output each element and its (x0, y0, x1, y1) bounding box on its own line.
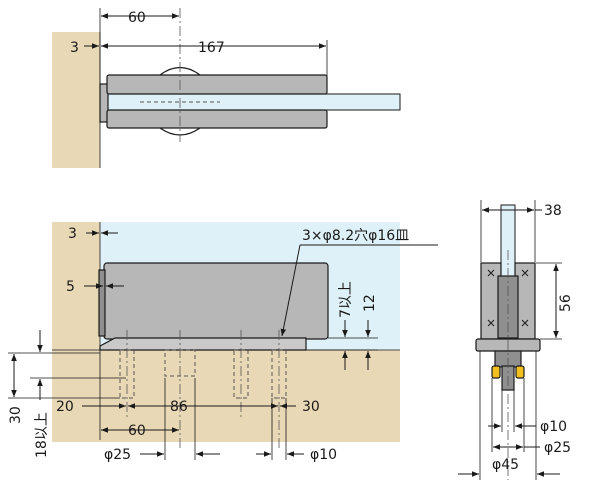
front-dim-12-label: 12 (362, 294, 378, 312)
front-dim-phi10-label: φ10 (310, 447, 337, 463)
top-view: 60 167 3 (52, 8, 401, 168)
top-view-glass-panel (107, 93, 401, 111)
top-dim-3-label: 3 (70, 40, 79, 56)
top-view-wall (52, 32, 100, 168)
front-view-floor (52, 350, 400, 442)
side-dim-phi45-label: φ45 (492, 457, 519, 473)
side-view-adjust-screw-right (515, 365, 525, 379)
front-dim-86-label: 86 (170, 399, 188, 415)
top-dim-167-label: 167 (198, 40, 225, 56)
top-view-clamp-upper (106, 74, 328, 95)
top-view-wall-plate (99, 83, 109, 123)
side-dim-56-label: 56 (558, 294, 574, 312)
front-dim-phi25-label: φ25 (104, 447, 131, 463)
front-view: 3×φ8.2穴φ16皿 3 5 7以上 12 30 18以上 20 86 30 (8, 222, 438, 463)
top-dim-60-label: 60 (128, 10, 146, 26)
side-view-bolt-marks (487, 269, 529, 327)
front-view-wall-plate (98, 269, 106, 337)
front-view-base-plate (99, 337, 307, 351)
side-view-adjust-screw-left (491, 365, 501, 379)
front-dim-20-label: 20 (56, 399, 74, 415)
front-dim-30-left-label: 30 (8, 406, 24, 424)
side-dim-phi10-label: φ10 (540, 419, 567, 435)
front-dim-30-right-label: 30 (302, 399, 320, 415)
side-dim-phi25-label: φ25 (544, 440, 571, 456)
side-dim-38-label: 38 (544, 203, 562, 219)
hole-spec-leader (280, 244, 301, 337)
front-dim-18min-label: 18以上 (34, 412, 50, 458)
front-dim-3-label: 3 (68, 226, 77, 242)
top-view-clamp-lower (106, 109, 328, 129)
front-dim-7min-label: 7以上 (338, 281, 354, 318)
side-view: 38 56 φ10 φ25 φ45 (458, 200, 574, 480)
hole-spec-label: 3×φ8.2穴φ16皿 (302, 228, 409, 244)
front-dim-60-label: 60 (128, 423, 146, 439)
front-dim-5-label: 5 (66, 279, 75, 295)
